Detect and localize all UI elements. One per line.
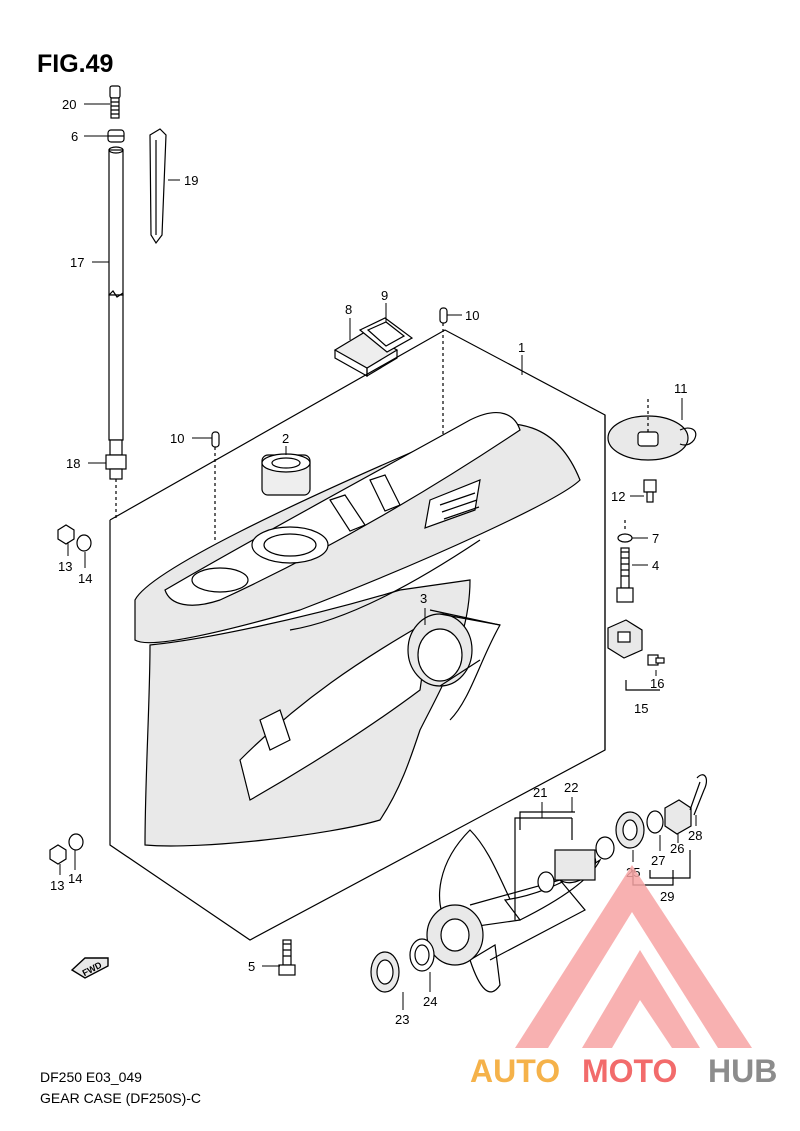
ring-23	[370, 951, 400, 993]
drive-shaft-17	[108, 146, 124, 441]
clip-6	[107, 129, 125, 143]
callout-2: 2	[282, 431, 289, 446]
callout-10-upper: 10	[465, 308, 479, 323]
cotter-pin-28	[689, 774, 708, 816]
watermark-text-hub: HUB	[708, 1053, 777, 1089]
callout-26: 26	[670, 841, 684, 856]
watermark-text-moto: MOTO	[582, 1053, 677, 1089]
washer-27	[646, 810, 664, 834]
callout-9: 9	[381, 288, 388, 303]
bolt-4	[616, 520, 634, 603]
callout-15: 15	[634, 701, 648, 716]
callout-4: 4	[652, 558, 659, 573]
shaft-fitting-18	[105, 439, 127, 520]
callout-27: 27	[651, 853, 665, 868]
fwd-arrow-icon	[70, 957, 109, 979]
figure-title: FIG.49	[37, 50, 114, 78]
propeller	[426, 829, 602, 993]
bearing-3	[407, 613, 501, 687]
anode-11	[607, 398, 697, 461]
callout-labels: 20 6 19 17 8 9 10 1 11 10 2 18 12 7 13 1…	[50, 97, 702, 1027]
bolt-12	[643, 479, 657, 503]
washer-14-lower	[68, 833, 84, 851]
callout-7: 7	[652, 531, 659, 546]
gear-case-housing-1	[134, 411, 581, 847]
diagram-name: GEAR CASE (DF250S)-C	[40, 1090, 202, 1106]
callout-1: 1	[518, 340, 525, 355]
callout-24: 24	[423, 994, 437, 1009]
callout-8: 8	[345, 302, 352, 317]
washer-14-upper	[76, 534, 92, 552]
watermark-text-auto: AUTO	[470, 1053, 560, 1089]
spacer-22	[537, 836, 615, 893]
callout-16: 16	[650, 676, 664, 691]
callout-19: 19	[184, 173, 198, 188]
callout-18: 18	[66, 456, 80, 471]
cable-tie-19	[149, 128, 167, 245]
callout-23: 23	[395, 1012, 409, 1027]
nut-13-upper	[57, 524, 75, 545]
callout-11: 11	[674, 381, 688, 396]
screw-16	[647, 654, 665, 666]
callout-17: 17	[70, 255, 84, 270]
nut-26	[664, 799, 692, 835]
watermark-logo: AUTO MOTO HUB	[470, 865, 777, 1089]
callout-14-upper: 14	[78, 571, 92, 586]
callout-6: 6	[71, 129, 78, 144]
callout-14-lower: 14	[68, 871, 82, 886]
callout-20: 20	[62, 97, 76, 112]
nut-13-lower	[49, 844, 67, 865]
callout-12: 12	[611, 489, 625, 504]
pin-20	[109, 85, 121, 119]
plate-8	[333, 331, 399, 378]
washer-7	[617, 533, 633, 543]
washer-25	[615, 811, 645, 849]
callout-5: 5	[248, 959, 255, 974]
callout-10-left: 10	[170, 431, 184, 446]
diagram-code: DF250 E03_049	[40, 1069, 142, 1085]
dowel-10-left	[211, 431, 220, 540]
bolt-5	[278, 939, 296, 976]
callout-13-lower: 13	[50, 878, 64, 893]
plate-9	[358, 317, 414, 353]
washer-24	[409, 938, 435, 972]
callout-29: 29	[660, 889, 674, 904]
callout-28: 28	[688, 828, 702, 843]
callout-22: 22	[564, 780, 578, 795]
callout-13-upper: 13	[58, 559, 72, 574]
callout-3: 3	[420, 591, 427, 606]
anode-block-15	[607, 619, 643, 659]
callout-21: 21	[533, 785, 547, 800]
